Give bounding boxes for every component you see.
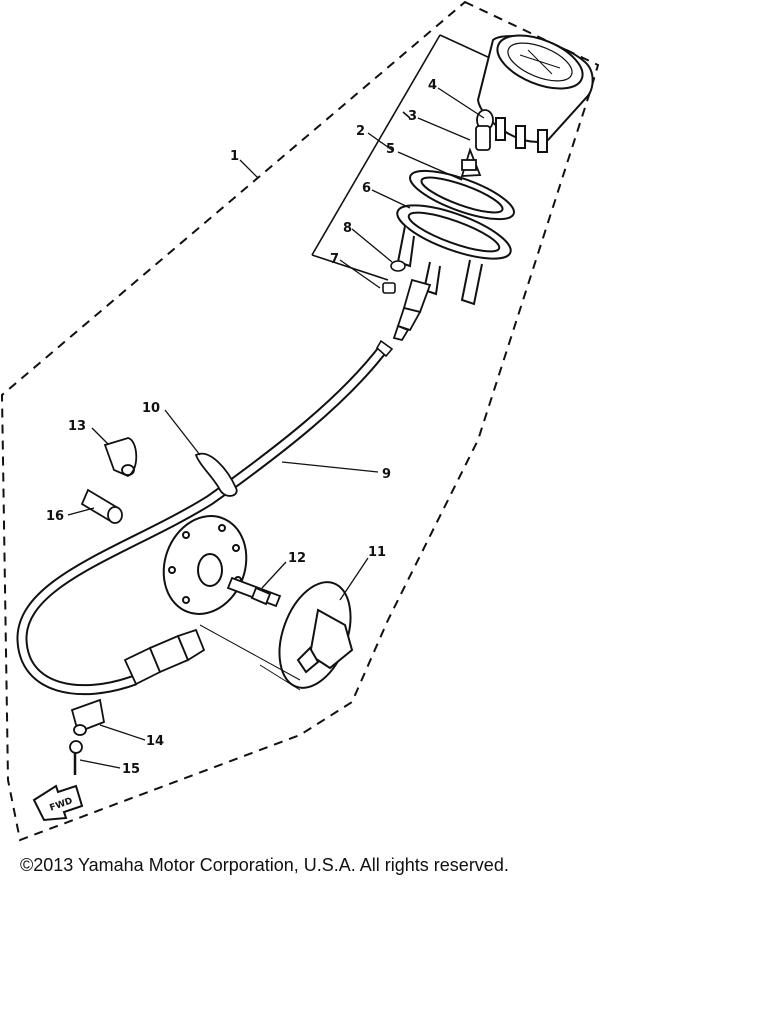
- callout-14: 14: [146, 734, 164, 749]
- callout-13: 13: [68, 419, 86, 434]
- callout-11: 11: [368, 545, 386, 560]
- clamp-part: [103, 437, 138, 477]
- collar-part: [80, 488, 123, 524]
- meter-gear-unit: [278, 581, 354, 689]
- callout-4: 4: [428, 78, 437, 93]
- meter-cable: [16, 339, 394, 696]
- connector-lines: [199, 624, 301, 691]
- gauge-housing: [396, 169, 515, 306]
- small-fasteners: [382, 260, 406, 294]
- callout-12: 12: [288, 551, 306, 566]
- callout-15: 15: [122, 762, 140, 777]
- copyright-notice: ©2013 Yamaha Motor Corporation, U.S.A. A…: [20, 855, 509, 875]
- hub-plate: [162, 515, 248, 615]
- callout-16: 16: [46, 509, 64, 524]
- cable-lower-fitting: [123, 628, 206, 686]
- speedometer-gauge: [476, 34, 594, 153]
- bolt-part: [69, 740, 83, 775]
- bulb-socket: [460, 109, 494, 177]
- callout-2: 2: [356, 124, 365, 139]
- callout-6: 6: [362, 181, 371, 196]
- callout-10: 10: [142, 401, 160, 416]
- callout-5: 5: [386, 142, 395, 157]
- callout-1: 1: [230, 149, 239, 164]
- callout-8: 8: [343, 221, 352, 236]
- leader-lines: [67, 87, 485, 769]
- switch-part: [70, 698, 106, 736]
- drive-shaft: [226, 576, 282, 608]
- callout-labels: 1 2 3 4 5 6 8 7 10 13 9 16 12 11 14 15: [46, 78, 437, 777]
- callout-7: 7: [330, 252, 339, 267]
- callout-3: 3: [408, 109, 417, 124]
- cable-upper-fitting: [392, 278, 432, 342]
- callout-9: 9: [382, 467, 391, 482]
- fwd-arrow-icon: FWD: [32, 784, 84, 822]
- cable-clamp: [194, 452, 238, 497]
